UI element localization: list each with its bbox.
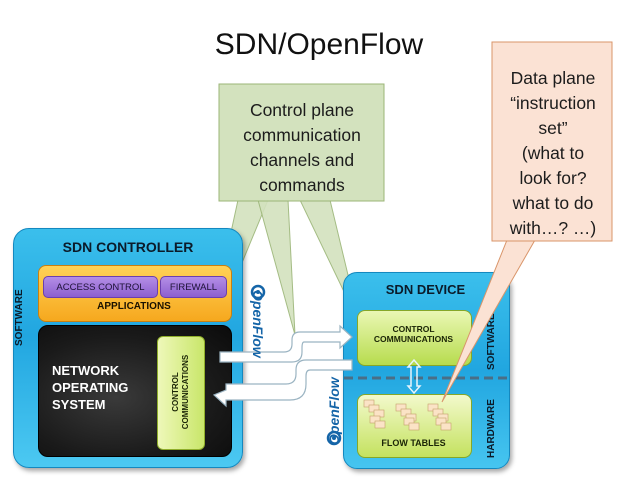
device-title: SDN DEVICE [385,282,466,297]
cc-line: COMMUNICATIONS [373,334,454,344]
flow-table-icon [435,417,452,431]
access-control-app: ACCESS CONTROL [43,276,158,298]
firewall-app: FIREWALL [160,276,227,298]
data-plane-callout [491,41,613,242]
nos-line: SYSTEM [52,397,106,412]
internal-arrow-icon [406,358,422,395]
callout-line: channels and [249,150,355,170]
openflow-logo-icon-bottom [326,430,342,446]
device-control-communications-box [357,310,472,366]
control-plane-callout-text: Control plane communication channels and… [222,98,382,198]
openflow-label-top: OpenFlow [250,290,266,358]
nos-line: OPERATING [52,380,129,395]
controller-title: SDN CONTROLLER [62,239,194,255]
channel-arrow-bottom [212,359,353,408]
cc-line: CONTROL [392,324,435,334]
flow-tables-label: FLOW TABLES [381,438,446,448]
callout-line: communication [243,125,361,145]
channel-arrow-top [219,324,353,363]
controller-control-communications-box [157,336,205,450]
control-plane-callout [218,83,385,202]
flow-table-icon [427,403,449,422]
openflow-label-bottom: OpenFlow [326,377,342,445]
callout-line: with…? …) [509,218,597,238]
data-plane-callout-text: Data plane “instruction set” (what to lo… [494,66,612,241]
callout-line: “instruction [510,93,596,113]
openflow-logo-icon-top [250,284,266,300]
network-operating-system-label: NETWORK OPERATING SYSTEM [52,362,152,413]
channel-arrows [212,324,353,408]
callout-line: Control plane [249,100,355,120]
nos-line: NETWORK [52,363,120,378]
callout-line: set” [538,118,568,138]
flow-table-icons [363,399,452,431]
flow-table-icon [403,417,420,431]
callout-line: Data plane [510,68,596,88]
applications-label: APPLICATIONS [97,301,171,312]
page-title: SDN/OpenFlow [214,28,424,61]
callout-line: look for? [519,168,587,188]
callout-line: (what to [521,143,585,163]
flow-table-icon [363,399,385,418]
callout-line: commands [259,175,345,195]
callout-line: what to do [512,193,594,213]
device-control-communications-label: CONTROL COMMUNICATIONS [357,324,470,344]
flow-table-icon [369,415,386,429]
